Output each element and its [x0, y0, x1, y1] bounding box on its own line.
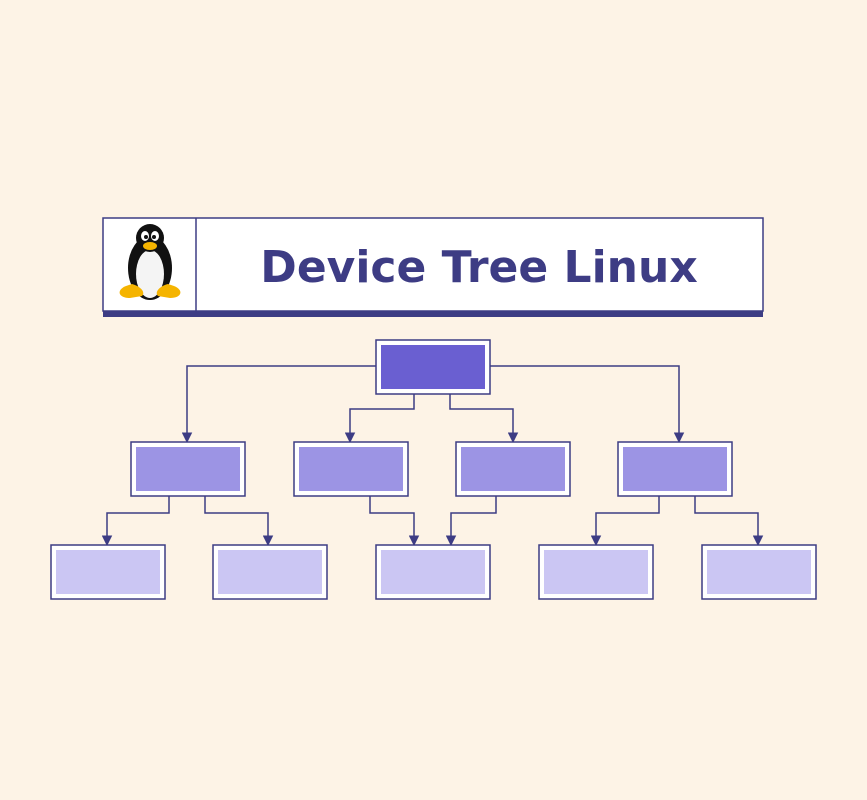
connector-root-a	[181, 365, 376, 444]
tree-node-fill	[381, 345, 485, 389]
connector-d-d1	[590, 496, 660, 547]
tree-node-fill	[461, 447, 565, 491]
tree-node-d1	[538, 544, 654, 600]
title-banner: Device Tree Linux	[102, 217, 764, 317]
connector-root-d	[490, 365, 685, 444]
nodes	[50, 339, 817, 600]
title-banner-frame	[102, 217, 764, 312]
tree-node-d2	[701, 544, 817, 600]
tree-node-b	[293, 441, 409, 497]
tree-node-fill	[299, 447, 403, 491]
connector-d-d2	[694, 496, 764, 547]
tree-node-c	[455, 441, 571, 497]
tree-node-a1	[50, 544, 166, 600]
tree-node-fill	[623, 447, 727, 491]
tree-node-fill	[136, 447, 240, 491]
tree-node-a2	[212, 544, 328, 600]
tree-node-fill	[218, 550, 322, 594]
tree-node-fill	[56, 550, 160, 594]
connector-a-a2	[204, 496, 274, 547]
tree-node-shared	[375, 544, 491, 600]
tree-node-a	[130, 441, 246, 497]
title-banner-underline	[103, 311, 763, 317]
connector-b-shared	[369, 496, 420, 547]
connector-root-b	[344, 394, 415, 444]
tree-node-fill	[707, 550, 811, 594]
page-title: Device Tree Linux	[260, 242, 697, 293]
tree-node-fill	[381, 550, 485, 594]
tux-penguin-icon	[119, 224, 181, 300]
connectors	[101, 365, 764, 547]
connector-a-a1	[101, 496, 170, 547]
connector-root-c	[449, 394, 519, 444]
connector-c-shared	[445, 496, 497, 547]
tree-node-root	[375, 339, 491, 395]
tree-node-d	[617, 441, 733, 497]
tree-node-fill	[544, 550, 648, 594]
